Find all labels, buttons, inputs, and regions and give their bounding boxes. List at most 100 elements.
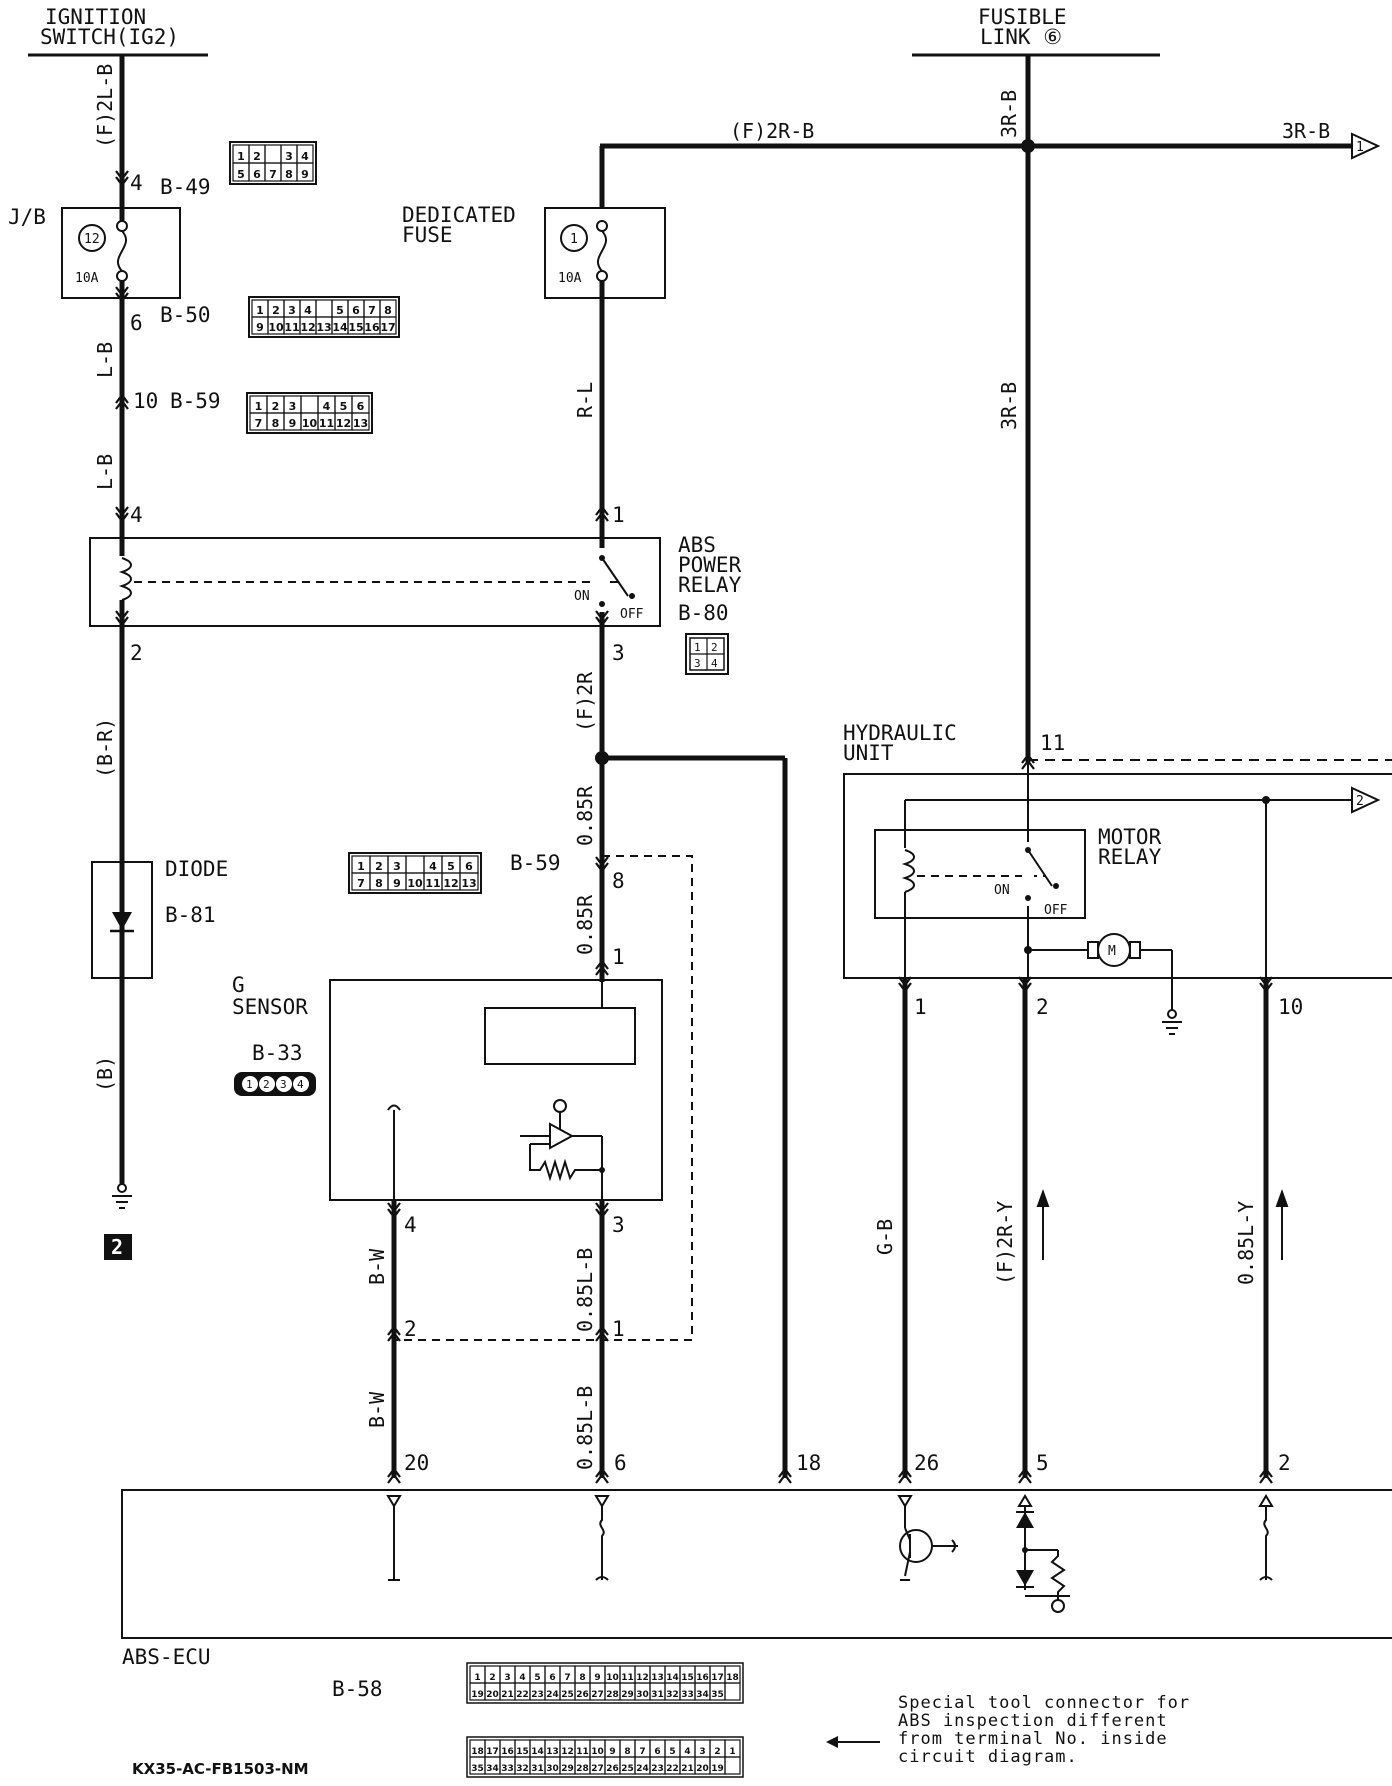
current-arrows <box>1036 1189 1289 1260</box>
svg-text:2: 2 <box>1036 995 1049 1019</box>
svg-text:7: 7 <box>639 1747 645 1757</box>
svg-text:2: 2 <box>272 304 280 317</box>
svg-text:35: 35 <box>471 1764 484 1774</box>
svg-text:from terminal No. inside: from terminal No. inside <box>898 1729 1168 1749</box>
svg-text:8: 8 <box>285 168 293 181</box>
svg-text:10: 10 <box>1278 995 1303 1019</box>
svg-text:7: 7 <box>255 417 263 430</box>
svg-text:4: 4 <box>304 304 312 317</box>
svg-text:10: 10 <box>302 417 318 430</box>
svg-text:B-81: B-81 <box>165 903 216 927</box>
junction-3rb <box>1021 139 1035 153</box>
svg-text:5: 5 <box>669 1747 675 1757</box>
svg-text:5: 5 <box>447 860 455 873</box>
svg-text:POWER: POWER <box>678 553 742 577</box>
svg-text:33: 33 <box>681 1690 694 1700</box>
svg-text:3: 3 <box>393 860 401 873</box>
svg-text:4: 4 <box>684 1747 690 1757</box>
svg-text:15: 15 <box>681 1673 694 1683</box>
svg-text:1: 1 <box>255 400 263 413</box>
svg-text:OFF: OFF <box>620 607 644 622</box>
wire-label-3rb-right: 3R-B <box>1282 119 1330 143</box>
svg-text:13: 13 <box>461 877 476 890</box>
svg-text:14: 14 <box>666 1673 679 1683</box>
svg-text:6: 6 <box>357 400 365 413</box>
svg-text:MOTOR: MOTOR <box>1098 825 1162 849</box>
svg-text:12: 12 <box>443 877 458 890</box>
svg-text:DEDICATED: DEDICATED <box>402 203 516 227</box>
svg-text:15: 15 <box>516 1747 529 1757</box>
wire-label-bw2: B-W <box>365 1391 389 1428</box>
wire-label-lb085-2: 0.85L-B <box>573 1386 597 1470</box>
svg-text:2: 2 <box>111 1235 123 1259</box>
fusible-link-label: FUSIBLE LINK ⑥ <box>978 5 1067 49</box>
svg-text:6: 6 <box>654 1747 660 1757</box>
svg-text:1: 1 <box>612 1317 625 1341</box>
wire-label-f2rb: (F)2R-B <box>730 119 814 143</box>
svg-text:17: 17 <box>486 1747 499 1757</box>
svg-text:8: 8 <box>579 1673 585 1683</box>
wires <box>119 55 1355 1478</box>
svg-text:6: 6 <box>614 1451 627 1475</box>
svg-text:12: 12 <box>636 1673 649 1683</box>
svg-text:9: 9 <box>289 417 297 430</box>
svg-text:2: 2 <box>263 1078 270 1091</box>
svg-text:FUSIBLE: FUSIBLE <box>978 5 1067 29</box>
footer-code: KX35-AC-FB1503-NM <box>132 1760 309 1778</box>
svg-text:29: 29 <box>561 1764 574 1774</box>
svg-text:25: 25 <box>621 1764 634 1774</box>
svg-text:5: 5 <box>1036 1451 1049 1475</box>
svg-text:34: 34 <box>486 1764 499 1774</box>
svg-text:21: 21 <box>681 1764 694 1774</box>
dedicated-fuse-box: DEDICATED FUSE 1 10A <box>402 203 666 299</box>
svg-text:4: 4 <box>301 150 309 163</box>
svg-text:11: 11 <box>425 877 440 890</box>
svg-text:1: 1 <box>1356 140 1364 155</box>
svg-text:23: 23 <box>531 1690 544 1700</box>
svg-text:2: 2 <box>375 860 383 873</box>
svg-text:19: 19 <box>711 1764 724 1774</box>
svg-text:26: 26 <box>576 1690 589 1700</box>
svg-text:31: 31 <box>651 1690 664 1700</box>
svg-text:5: 5 <box>336 304 344 317</box>
svg-text:ON: ON <box>994 883 1010 898</box>
svg-text:ABS: ABS <box>678 533 716 557</box>
wire-label-r085-1: 0.85R <box>573 785 597 846</box>
svg-text:24: 24 <box>636 1764 649 1774</box>
svg-text:7: 7 <box>368 304 376 317</box>
svg-text:8: 8 <box>375 877 383 890</box>
svg-text:2: 2 <box>1356 794 1364 809</box>
svg-text:18: 18 <box>796 1451 821 1475</box>
svg-text:11: 11 <box>621 1673 634 1683</box>
svg-text:6: 6 <box>549 1673 555 1683</box>
svg-text:31: 31 <box>531 1764 544 1774</box>
g-sensor: G SENSOR B-33 <box>232 973 663 1201</box>
svg-text:G: G <box>232 973 245 997</box>
svg-text:7: 7 <box>269 168 277 181</box>
connector-label-b50: B-50 <box>160 303 211 327</box>
svg-text:28: 28 <box>606 1690 619 1700</box>
svg-text:22: 22 <box>516 1690 529 1700</box>
svg-text:9: 9 <box>609 1747 615 1757</box>
svg-text:12: 12 <box>300 321 315 334</box>
abs-ecu: ABS-ECU B-58 <box>121 1489 1392 1701</box>
svg-text:13: 13 <box>353 417 368 430</box>
svg-text:12: 12 <box>561 1747 574 1757</box>
svg-text:3: 3 <box>699 1747 705 1757</box>
svg-text:24: 24 <box>546 1690 559 1700</box>
svg-text:8: 8 <box>272 417 280 430</box>
svg-text:3: 3 <box>504 1673 510 1683</box>
svg-text:10: 10 <box>591 1747 604 1757</box>
diode-b81: DIODE B-81 <box>91 857 228 979</box>
svg-text:DIODE: DIODE <box>165 857 228 881</box>
svg-text:4: 4 <box>323 400 331 413</box>
svg-text:10: 10 <box>606 1673 619 1683</box>
connector-label-b59-mid: B-59 <box>510 851 561 875</box>
svg-text:1: 1 <box>570 232 578 247</box>
svg-text:3: 3 <box>612 1213 625 1237</box>
svg-text:28: 28 <box>576 1764 589 1774</box>
